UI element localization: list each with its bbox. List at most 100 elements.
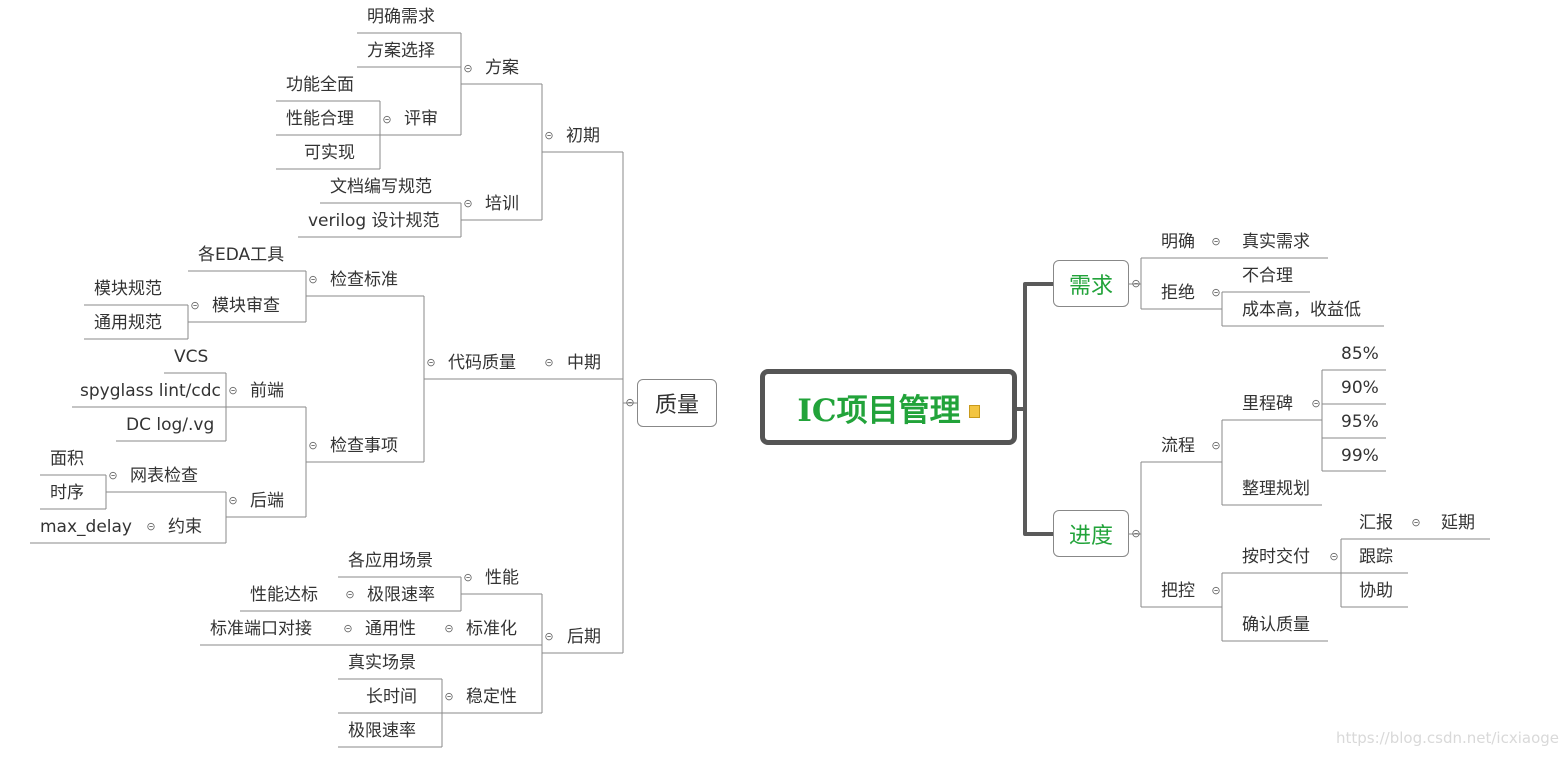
node-wangbiaojiancha[interactable]: 网表检查 (130, 466, 198, 486)
node-houduan[interactable]: 后端 (250, 491, 284, 511)
topic-quality-label: 质量 (654, 393, 699, 418)
collapse-icon[interactable]: ⊝ (308, 273, 318, 286)
topic-demand[interactable]: 需求 (1053, 260, 1129, 307)
collapse-icon[interactable]: ⊝ (1411, 516, 1421, 529)
collapse-icon[interactable]: ⊝ (544, 356, 554, 369)
node-yueshu[interactable]: 约束 (168, 517, 202, 537)
node-wendangbianxie[interactable]: 文档编写规范 (330, 177, 432, 197)
topic-quality[interactable]: 质量 (637, 379, 717, 427)
collapse-icon[interactable]: ⊝ (1211, 235, 1221, 248)
node-biaozhunhua[interactable]: 标准化 (466, 619, 517, 639)
collapse-icon[interactable]: ⊝ (228, 384, 238, 397)
node-mokuaiguifan[interactable]: 模块规范 (94, 279, 162, 299)
collapse-icon[interactable]: ⊝ (544, 129, 554, 142)
node-mingquexuqiu[interactable]: 明确需求 (367, 7, 435, 27)
node-85[interactable]: 85% (1341, 344, 1379, 364)
node-daimazhiliang[interactable]: 代码质量 (448, 353, 516, 373)
collapse-icon[interactable]: ⊝ (308, 439, 318, 452)
node-jixiansulv-2[interactable]: 极限速率 (348, 721, 416, 741)
collapse-icon[interactable]: ⊝ (108, 469, 118, 482)
node-zhenshixuqiu[interactable]: 真实需求 (1242, 232, 1310, 252)
node-genzong[interactable]: 跟踪 (1359, 547, 1393, 567)
node-huibao[interactable]: 汇报 (1359, 513, 1393, 533)
node-mokuaishencha[interactable]: 模块审查 (212, 296, 280, 316)
node-tongyongguifan[interactable]: 通用规范 (94, 313, 162, 333)
collapse-icon[interactable]: ⊝ (190, 299, 200, 312)
node-qianduan[interactable]: 前端 (250, 381, 284, 401)
node-buheli[interactable]: 不合理 (1242, 266, 1293, 286)
node-wendingxing[interactable]: 稳定性 (466, 687, 517, 707)
node-peixun[interactable]: 培训 (485, 194, 519, 214)
node-zhenshichangjing[interactable]: 真实场景 (348, 653, 416, 673)
node-tongyongxing[interactable]: 通用性 (365, 619, 416, 639)
collapse-icon[interactable]: ⊝ (343, 622, 353, 635)
node-95[interactable]: 95% (1341, 412, 1379, 432)
node-biaozhunduankou[interactable]: 标准端口对接 (210, 619, 312, 639)
collapse-icon[interactable]: ⊝ (1131, 277, 1141, 290)
node-verilog[interactable]: verilog 设计规范 (308, 211, 440, 231)
node-changshijian[interactable]: 长时间 (366, 687, 417, 707)
node-liucheng[interactable]: 流程 (1161, 436, 1195, 456)
collapse-icon[interactable]: ⊝ (463, 571, 473, 584)
node-gongnengquanmian[interactable]: 功能全面 (286, 75, 354, 95)
node-chengbengao[interactable]: 成本高，收益低 (1242, 300, 1361, 320)
node-jujue[interactable]: 拒绝 (1161, 283, 1195, 303)
node-geyingyongchangjing[interactable]: 各应用场景 (348, 551, 433, 571)
node-99[interactable]: 99% (1341, 446, 1379, 466)
node-fangan[interactable]: 方案 (485, 58, 519, 78)
node-spyglass[interactable]: spyglass lint/cdc (80, 381, 221, 401)
root-trunk-line (1015, 282, 1055, 536)
collapse-icon[interactable]: ⊝ (1311, 397, 1321, 410)
watermark: https://blog.csdn.net/icxiaoge (1335, 729, 1559, 747)
note-icon[interactable] (968, 404, 980, 418)
node-dclog[interactable]: DC log/.vg (126, 415, 215, 435)
node-90[interactable]: 90% (1341, 378, 1379, 398)
node-jianchabiaozhun[interactable]: 检查标准 (330, 270, 398, 290)
collapse-icon[interactable]: ⊝ (444, 622, 454, 635)
collapse-icon[interactable]: ⊝ (146, 520, 156, 533)
collapse-icon[interactable]: ⊝ (1211, 439, 1221, 452)
node-bakong[interactable]: 把控 (1161, 581, 1195, 601)
node-zhongqi[interactable]: 中期 (567, 353, 601, 373)
collapse-icon[interactable]: ⊝ (228, 494, 238, 507)
node-mingque[interactable]: 明确 (1161, 232, 1195, 252)
collapse-icon[interactable]: ⊝ (1131, 527, 1141, 540)
node-shixu[interactable]: 时序 (50, 483, 84, 503)
node-zhengliguihua[interactable]: 整理规划 (1242, 479, 1310, 499)
topic-demand-label: 需求 (1068, 273, 1113, 299)
node-xingneng[interactable]: 性能 (485, 568, 519, 588)
central-topic[interactable]: IC项目管理 (760, 369, 1017, 445)
node-mianji[interactable]: 面积 (50, 449, 84, 469)
topic-progress-label: 进度 (1068, 523, 1113, 549)
collapse-icon[interactable]: ⊝ (426, 356, 436, 369)
node-eda[interactable]: 各EDA工具 (198, 245, 285, 265)
node-jixiansulv[interactable]: 极限速率 (367, 585, 435, 605)
collapse-icon[interactable]: ⊝ (625, 396, 635, 409)
node-querenzhiliang[interactable]: 确认质量 (1242, 615, 1310, 635)
node-xingnengdabiao[interactable]: 性能达标 (250, 585, 318, 605)
node-anshijiaofu[interactable]: 按时交付 (1242, 547, 1310, 567)
node-lichengbei[interactable]: 里程碑 (1242, 394, 1293, 414)
node-fanganxuanze[interactable]: 方案选择 (367, 41, 435, 61)
node-maxdelay[interactable]: max_delay (40, 517, 132, 537)
collapse-icon[interactable]: ⊝ (345, 588, 355, 601)
collapse-icon[interactable]: ⊝ (1211, 286, 1221, 299)
node-chuqi[interactable]: 初期 (566, 126, 600, 146)
node-houqi[interactable]: 后期 (567, 627, 601, 647)
node-keshixian[interactable]: 可实现 (304, 143, 355, 163)
node-vcs[interactable]: VCS (174, 347, 209, 367)
node-xingnengheli[interactable]: 性能合理 (286, 109, 354, 129)
node-xiezhu[interactable]: 协助 (1359, 581, 1393, 601)
collapse-icon[interactable]: ⊝ (382, 113, 392, 126)
collapse-icon[interactable]: ⊝ (463, 62, 473, 75)
node-pingshen[interactable]: 评审 (404, 109, 438, 129)
collapse-icon[interactable]: ⊝ (463, 197, 473, 210)
collapse-icon[interactable]: ⊝ (1211, 584, 1221, 597)
node-jianchashixiang[interactable]: 检查事项 (330, 436, 398, 456)
collapse-icon[interactable]: ⊝ (1329, 550, 1339, 563)
topic-progress[interactable]: 进度 (1053, 510, 1129, 557)
collapse-icon[interactable]: ⊝ (444, 690, 454, 703)
node-yanqi[interactable]: 延期 (1441, 513, 1475, 533)
collapse-icon[interactable]: ⊝ (544, 630, 554, 643)
